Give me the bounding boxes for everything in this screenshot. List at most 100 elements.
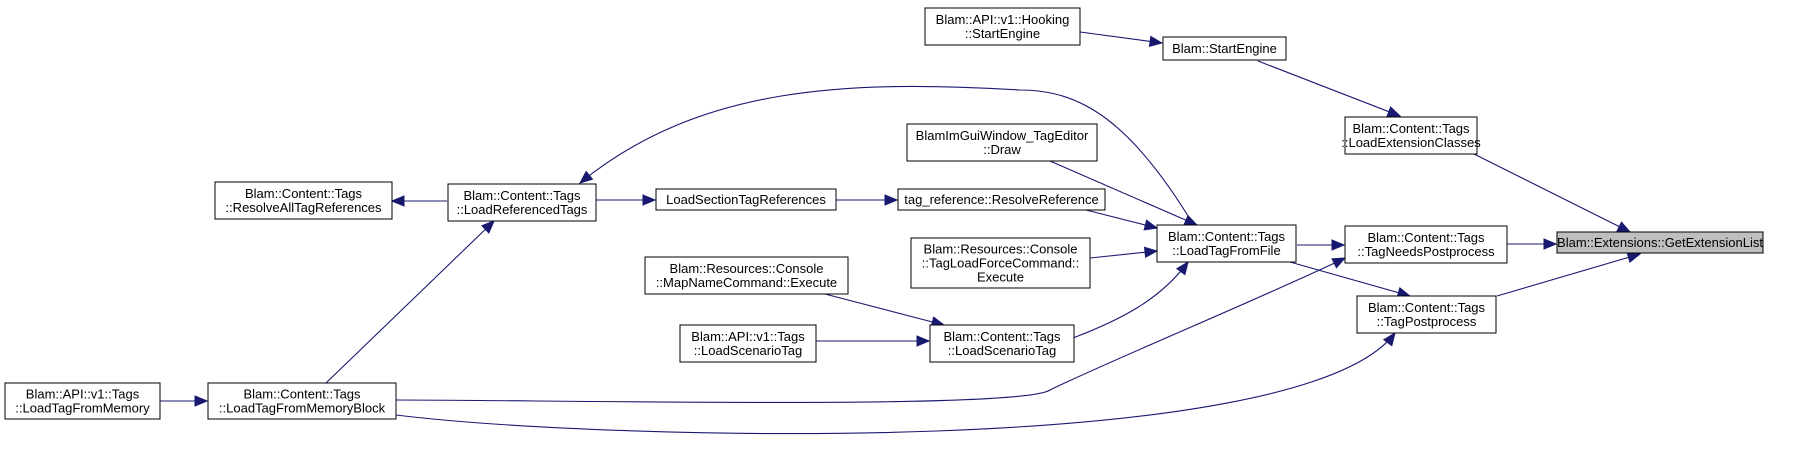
edge-hook-start-to-start-engine-arrowhead — [1148, 35, 1164, 48]
edge-load-scenario-to-load-from-file-arrowhead — [1175, 260, 1189, 276]
node-imgui-tag-editor-draw[interactable]: BlamImGuiWindow_TagEditor::Draw — [906, 123, 1098, 162]
node-map-name-command[interactable]: Blam::Resources::Console::MapNameCommand… — [644, 256, 849, 295]
node-hooking-start-engine-label-line-2: ::StartEngine — [965, 26, 1040, 41]
node-tag-needs-postprocess-label-line-1: Blam::Content::Tags — [1367, 230, 1485, 245]
node-tag-needs-postprocess-box[interactable] — [1344, 225, 1508, 264]
edge-mapname-to-load-scenario-line[interactable] — [824, 293, 945, 326]
edge-load-scenario-to-load-from-file[interactable] — [1072, 260, 1189, 339]
edge-load-refs-to-load-section[interactable] — [596, 194, 657, 206]
node-start-engine-box[interactable] — [1162, 36, 1287, 61]
node-load-tag-from-memory[interactable]: Blam::API::v1::Tags::LoadTagFromMemory — [4, 382, 161, 420]
edge-load-section-to-resolve-ref[interactable] — [836, 194, 899, 206]
node-load-tag-from-file-label-line-2: ::LoadTagFromFile — [1172, 243, 1280, 258]
node-load-extension-classes-box[interactable] — [1344, 116, 1478, 155]
node-imgui-tag-editor-draw-box[interactable] — [906, 123, 1098, 162]
node-tag-load-force-command-label-line-1: Blam::Resources::Console — [924, 241, 1078, 256]
node-resolve-all-tag-references-label-line-2: ::ResolveAllTagReferences — [225, 200, 382, 215]
node-load-tag-from-memory-box[interactable] — [4, 382, 161, 420]
node-load-referenced-tags-box[interactable] — [447, 183, 597, 222]
node-load-section-tag-references[interactable]: LoadSectionTagReferences — [655, 188, 837, 211]
node-resolve-reference-box[interactable] — [897, 188, 1106, 211]
node-load-referenced-tags[interactable]: Blam::Content::Tags::LoadReferencedTags — [447, 183, 597, 222]
edge-load-from-file-to-tag-post-line[interactable] — [1289, 261, 1411, 297]
node-tag-postprocess-label-line-1: Blam::Content::Tags — [1368, 300, 1486, 315]
node-load-tag-from-file[interactable]: Blam::Content::Tags::LoadTagFromFile — [1156, 224, 1297, 263]
node-load-tag-from-memory-block-label-line-1: Blam::Content::Tags — [243, 386, 361, 401]
edge-load-refs-to-resolve-all-arrowhead — [390, 195, 405, 207]
node-resolve-all-tag-references-label-line-1: Blam::Content::Tags — [245, 186, 363, 201]
edge-force-cmd-to-load-from-file[interactable] — [1089, 246, 1159, 259]
edge-load-refs-to-resolve-all[interactable] — [390, 195, 447, 207]
edge-mapname-to-load-scenario[interactable] — [824, 293, 946, 328]
node-load-tag-from-memory-label-line-2: ::LoadTagFromMemory — [15, 400, 150, 415]
node-load-tag-from-memory-label-line-1: Blam::API::v1::Tags — [26, 386, 140, 401]
edge-start-engine-to-load-ext-classes-arrowhead — [1386, 106, 1402, 117]
edge-load-from-file-to-load-refs-arrowhead — [578, 170, 594, 184]
node-imgui-tag-editor-draw-label-line-2: ::Draw — [983, 142, 1021, 157]
node-load-section-tag-references-box[interactable] — [655, 188, 837, 211]
node-load-extension-classes-label-line-1: Blam::Content::Tags — [1352, 121, 1470, 136]
node-map-name-command-label-line-2: ::MapNameCommand::Execute — [656, 275, 837, 290]
edge-api-load-scenario-to-load-scenario[interactable] — [816, 335, 931, 347]
node-tag-postprocess-box[interactable] — [1356, 295, 1497, 334]
node-load-tag-from-file-box[interactable] — [1156, 224, 1297, 263]
edge-load-ext-classes-to-get-ext-list-line[interactable] — [1473, 153, 1631, 233]
edge-mem-block-to-tag-post-line[interactable] — [395, 332, 1396, 435]
node-resolve-reference[interactable]: tag_reference::ResolveReference — [897, 188, 1106, 211]
edge-tag-post-to-get-ext-list-arrowhead — [1626, 252, 1642, 264]
node-hooking-start-engine[interactable]: Blam::API::v1::Hooking::StartEngine — [924, 7, 1081, 46]
edges-layer — [160, 31, 1642, 435]
edge-load-from-file-to-needs-post[interactable] — [1297, 239, 1346, 251]
node-load-referenced-tags-label-line-2: ::LoadReferencedTags — [457, 202, 588, 217]
edge-resolve-ref-to-load-from-file[interactable] — [1085, 209, 1159, 231]
node-load-scenario-tag[interactable]: Blam::Content::Tags::LoadScenarioTag — [929, 324, 1075, 363]
edge-load-ext-classes-to-get-ext-list[interactable] — [1473, 153, 1632, 233]
edge-mem-to-mem-block-arrowhead — [194, 395, 209, 407]
edge-mem-block-to-needs-post[interactable] — [395, 257, 1347, 404]
node-load-extension-classes[interactable]: Blam::Content::Tags::LoadExtensionClasse… — [1341, 116, 1481, 155]
edge-mem-block-to-load-refs[interactable] — [325, 220, 495, 384]
node-load-scenario-tag-label-line-2: ::LoadScenarioTag — [948, 343, 1056, 358]
node-resolve-all-tag-references-box[interactable] — [214, 181, 393, 220]
edge-hook-start-to-start-engine-line[interactable] — [1079, 31, 1163, 44]
edge-start-engine-to-load-ext-classes-line[interactable] — [1257, 60, 1401, 117]
node-get-extension-list-box[interactable] — [1556, 231, 1764, 254]
node-hooking-start-engine-box[interactable] — [924, 7, 1081, 46]
node-hooking-start-engine-label-line-1: Blam::API::v1::Hooking — [936, 12, 1070, 27]
edge-load-refs-to-load-section-arrowhead — [642, 194, 657, 206]
edge-needs-post-to-get-ext-list[interactable] — [1507, 238, 1558, 250]
node-start-engine-label-line-1: Blam::StartEngine — [1172, 41, 1277, 56]
node-resolve-all-tag-references[interactable]: Blam::Content::Tags::ResolveAllTagRefere… — [214, 181, 393, 220]
node-map-name-command-label-line-1: Blam::Resources::Console — [670, 261, 824, 276]
node-load-scenario-tag-box[interactable] — [929, 324, 1075, 363]
edge-tag-post-to-get-ext-list-line[interactable] — [1496, 253, 1641, 297]
edge-start-engine-to-load-ext-classes[interactable] — [1257, 60, 1402, 117]
node-get-extension-list[interactable]: Blam::Extensions::GetExtensionList — [1556, 231, 1764, 254]
edge-load-from-file-to-tag-post[interactable] — [1289, 261, 1412, 299]
edge-hook-start-to-start-engine[interactable] — [1079, 31, 1164, 48]
node-start-engine[interactable]: Blam::StartEngine — [1162, 36, 1287, 61]
edge-mem-block-to-tag-post[interactable] — [395, 331, 1396, 435]
node-tag-needs-postprocess[interactable]: Blam::Content::Tags::TagNeedsPostprocess — [1344, 225, 1508, 264]
node-tag-load-force-command[interactable]: Blam::Resources::Console::TagLoadForceCo… — [910, 237, 1091, 289]
node-load-tag-from-memory-block[interactable]: Blam::Content::Tags::LoadTagFromMemoryBl… — [207, 382, 397, 420]
node-load-tag-from-memory-block-box[interactable] — [207, 382, 397, 420]
edge-load-from-file-to-load-refs-line[interactable] — [579, 85, 1194, 225]
edge-tag-post-to-get-ext-list[interactable] — [1496, 252, 1642, 297]
node-tag-postprocess[interactable]: Blam::Content::Tags::TagPostprocess — [1356, 295, 1497, 334]
edge-load-scenario-to-load-from-file-line[interactable] — [1072, 261, 1189, 339]
edge-mem-block-to-needs-post-arrowhead — [1331, 257, 1347, 269]
node-api-load-scenario-tag-box[interactable] — [679, 324, 817, 363]
node-api-load-scenario-tag[interactable]: Blam::API::v1::Tags::LoadScenarioTag — [679, 324, 817, 363]
edge-mem-block-to-needs-post-line[interactable] — [395, 257, 1346, 404]
edge-force-cmd-to-load-from-file-arrowhead — [1143, 246, 1159, 259]
edge-mem-to-mem-block[interactable] — [160, 395, 209, 407]
node-tag-load-force-command-label-line-3: Execute — [977, 269, 1024, 284]
nodes-layer: Blam::Extensions::GetExtensionListBlam::… — [4, 7, 1764, 420]
node-imgui-tag-editor-draw-label-line-1: BlamImGuiWindow_TagEditor — [916, 128, 1089, 143]
node-tag-load-force-command-box[interactable] — [910, 237, 1091, 289]
edge-mem-block-to-load-refs-line[interactable] — [325, 220, 495, 384]
edge-load-from-file-to-load-refs[interactable] — [578, 85, 1194, 225]
edge-imgui-to-load-from-file-line[interactable] — [1049, 160, 1198, 226]
node-map-name-command-box[interactable] — [644, 256, 849, 295]
